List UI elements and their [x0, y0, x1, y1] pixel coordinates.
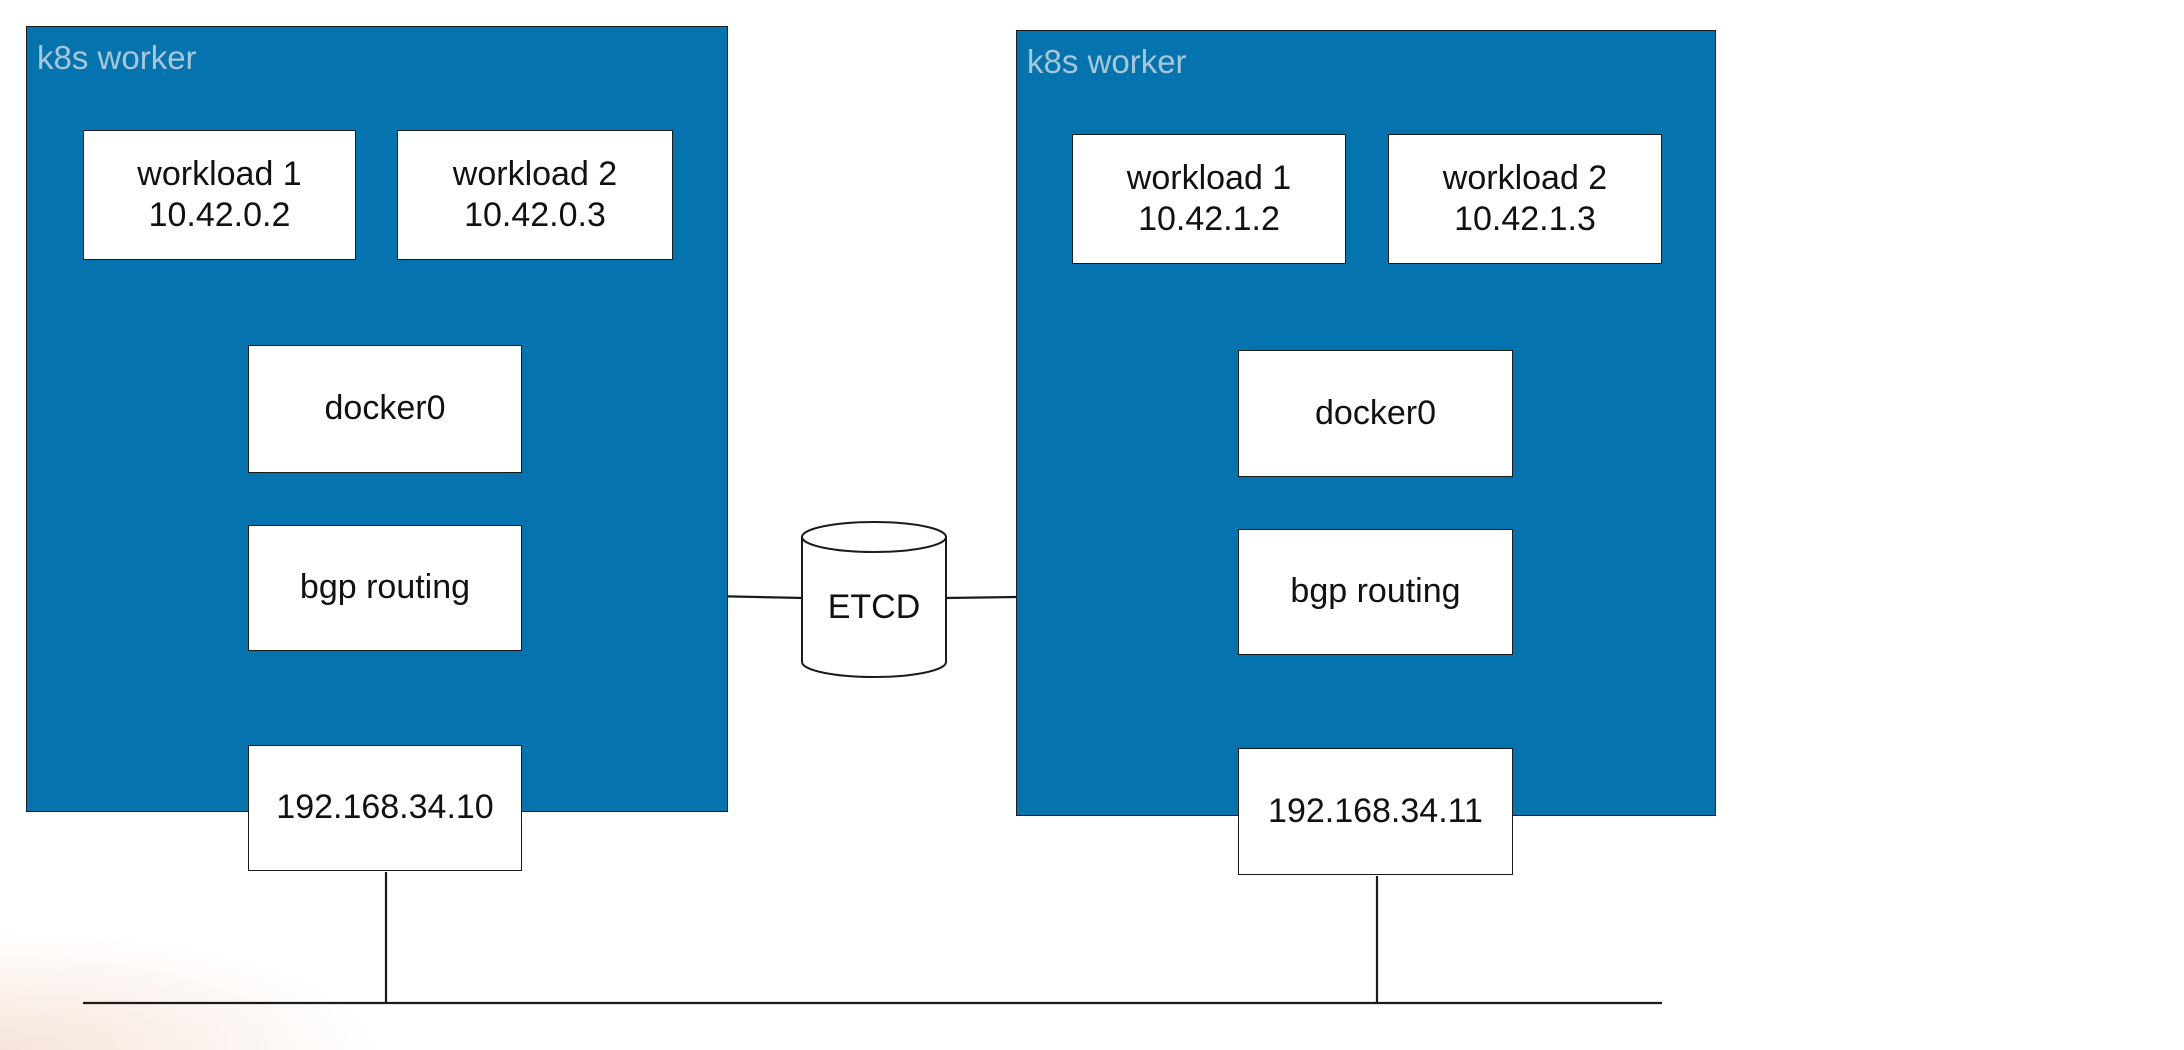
routing-label: bgp routing — [299, 568, 471, 607]
bridge-label: docker0 — [1315, 393, 1436, 432]
host-ip-box: 192.168.34.11 — [1238, 748, 1513, 875]
docker0-bridge-box: docker0 — [248, 345, 522, 473]
bridge-label: docker0 — [324, 389, 446, 428]
bgp-routing-box: bgp routing — [1238, 529, 1513, 655]
workload-name: workload 2 — [1442, 158, 1608, 197]
bgp-routing-box: bgp routing — [248, 525, 522, 651]
workload-name: workload 2 — [452, 154, 618, 193]
workload-1-box: workload 1 10.42.1.2 — [1072, 134, 1346, 264]
etcd-label: ETCD — [827, 588, 921, 626]
workload-ip: 10.42.1.3 — [1454, 200, 1596, 238]
workload-ip: 10.42.0.3 — [464, 196, 606, 234]
workload-ip: 10.42.0.2 — [148, 196, 291, 234]
worker-title: k8s worker — [1027, 43, 1187, 80]
host-ip-label: 192.168.34.11 — [1268, 791, 1483, 830]
workload-2-box: workload 2 10.42.1.3 — [1388, 134, 1662, 264]
worker-title: k8s worker — [37, 39, 197, 76]
workload-ip: 10.42.1.2 — [1138, 200, 1280, 238]
workload-name: workload 1 — [137, 154, 302, 193]
docker0-bridge-box: docker0 — [1238, 350, 1513, 477]
host-ip-label: 192.168.34.10 — [276, 788, 494, 827]
host-ip-box: 192.168.34.10 — [248, 745, 522, 871]
workload-1-box: workload 1 10.42.0.2 — [83, 130, 356, 260]
workload-2-box: workload 2 10.42.0.3 — [397, 130, 673, 260]
corner-shading — [0, 930, 380, 1050]
routing-label: bgp routing — [1290, 572, 1461, 611]
workload-name: workload 1 — [1126, 158, 1292, 197]
